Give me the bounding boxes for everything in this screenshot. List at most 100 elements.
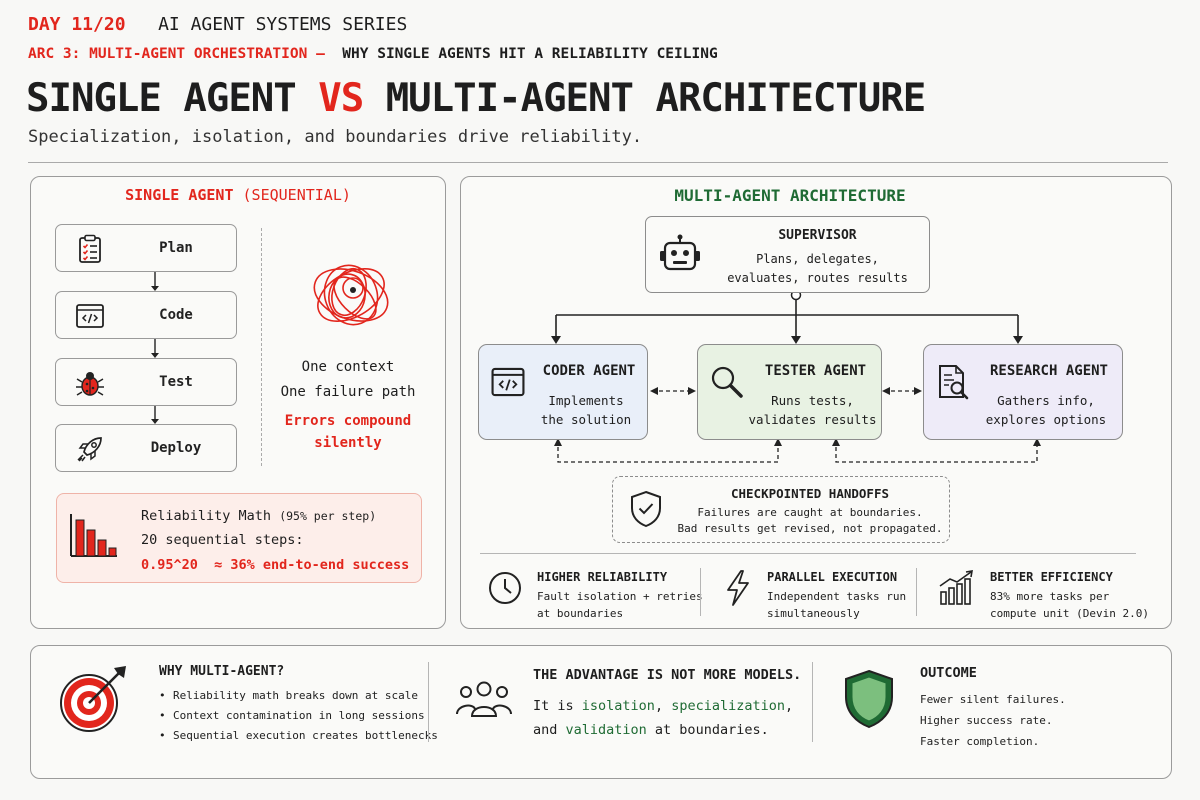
arc-subtitle: WHY SINGLE AGENTS HIT A RELIABILITY CEIL…: [342, 46, 718, 62]
supervisor-desc-line-1: Plans, delegates,: [756, 252, 879, 266]
agent-title: TESTER AGENT: [764, 363, 867, 379]
lightning-icon: [727, 570, 749, 606]
page-subtitle: Specialization, isolation, and boundarie…: [28, 127, 643, 147]
benefit-desc-line-1: Independent tasks run: [767, 590, 907, 603]
step-label: Test: [159, 374, 193, 390]
context-line-1: One context: [301, 359, 395, 375]
declining-bar-chart-icon: [70, 514, 117, 557]
magnifier-icon: [711, 366, 743, 398]
header-divider: [28, 162, 1168, 163]
benefit-separator: [700, 568, 701, 616]
outcome-line: Faster completion.: [920, 735, 1040, 748]
adv-validation: validation: [565, 722, 647, 738]
handoffs-title: CHECKPOINTED HANDOFFS: [730, 486, 890, 501]
step-deploy: Deploy: [55, 424, 237, 472]
title-vs: VS: [318, 76, 364, 121]
errors-line-2: silently: [314, 435, 382, 451]
benefit-desc-line-1: 83% more tasks per: [990, 590, 1110, 603]
title-single-agent: SINGLE AGENT: [26, 76, 297, 121]
reliability-math-card: Reliability Math (95% per step) 20 seque…: [56, 493, 422, 583]
math-formula: 0.95^20 ≈ 36% end-to-end success: [141, 557, 410, 573]
agent-description: Runs tests, validates results: [748, 391, 877, 429]
arc-dash: –: [316, 46, 325, 62]
benefit-desc-line-2: at boundaries: [537, 607, 624, 620]
series-line: DAY 11/20 AI AGENT SYSTEMS SERIES: [28, 14, 407, 35]
single-agent-heading: SINGLE AGENT (SEQUENTIAL): [30, 186, 446, 204]
agent-desc-line-1: Runs tests,: [771, 393, 854, 408]
benefit-description: Independent tasks run simultaneously: [767, 588, 906, 622]
math-steps: 20 sequential steps:: [141, 532, 304, 548]
agent-desc-line-2: explores options: [985, 412, 1107, 427]
supervisor-title: SUPERVISOR: [778, 228, 857, 243]
tester-agent-card: TESTER AGENT Runs tests, validates resul…: [697, 344, 882, 440]
single-panel-divider: [261, 228, 262, 466]
footer-separator: [428, 662, 429, 742]
handoffs-description: Failures are caught at boundaries. Bad r…: [671, 505, 949, 537]
target-icon: [60, 666, 126, 732]
agent-description: Gathers info, explores options: [974, 391, 1118, 429]
supervisor-card: SUPERVISOR Plans, delegates, evaluates, …: [645, 216, 930, 293]
outcome-line: Fewer silent failures.: [920, 693, 1066, 706]
arc-line: ARC 3: MULTI-AGENT ORCHESTRATION – WHY S…: [28, 46, 718, 62]
single-heading-paren: (SEQUENTIAL): [242, 186, 351, 204]
arc-name: ARC 3: MULTI-AGENT ORCHESTRATION: [28, 46, 308, 62]
step-plan: Plan: [55, 224, 237, 272]
benefit-title: BETTER EFFICIENCY: [990, 570, 1113, 584]
orchestration-connectors: [551, 289, 1041, 463]
adv-text: ,: [785, 698, 794, 714]
agent-title: CODER AGENT: [542, 363, 636, 379]
document-search-icon: [939, 365, 969, 400]
advantage-title: THE ADVANTAGE IS NOT MORE MODELS.: [533, 667, 802, 683]
agent-desc-line-2: the solution: [540, 412, 632, 427]
why-bullet: Sequential execution creates bottlenecks: [159, 726, 438, 746]
rocket-icon: [77, 437, 102, 462]
checkpointed-handoffs-box: CHECKPOINTED HANDOFFS Failures are caugh…: [612, 476, 950, 543]
research-agent-card: RESEARCH AGENT Gathers info, explores op…: [923, 344, 1123, 440]
adv-specialization: specialization: [671, 698, 785, 714]
team-icon: [456, 681, 512, 717]
tangled-scribble-icon: [313, 264, 389, 326]
multi-agent-heading: MULTI-AGENT ARCHITECTURE: [674, 186, 906, 205]
errors-line-1: Errors compound: [284, 413, 412, 429]
benefits-divider: [480, 553, 1136, 554]
benefit-title: HIGHER RELIABILITY: [537, 570, 668, 584]
handoffs-line-1: Failures are caught at boundaries.: [697, 506, 923, 519]
why-bullet: Context contamination in long sessions: [159, 706, 438, 726]
single-heading-text: SINGLE AGENT: [125, 186, 234, 204]
adv-text: It is: [533, 698, 582, 714]
handoffs-line-2: Bad results get revised, not propagated.: [677, 522, 943, 535]
coder-agent-card: CODER AGENT Implements the solution: [478, 344, 648, 440]
series-name: AI AGENT SYSTEMS SERIES: [158, 14, 408, 35]
supervisor-description: Plans, delegates, evaluates, routes resu…: [706, 250, 929, 288]
page-title: SINGLE AGENT VS MULTI-AGENT ARCHITECTURE: [26, 76, 927, 121]
step-test: Test: [55, 358, 237, 406]
advantage-line-1: It is isolation, specialization,: [533, 698, 793, 714]
shield-icon: [845, 669, 893, 729]
adv-text: at boundaries.: [646, 722, 769, 738]
advantage-line-2: and validation at boundaries.: [533, 722, 769, 738]
footer-separator: [812, 662, 813, 742]
benefit-separator: [916, 568, 917, 616]
shield-check-icon: [631, 490, 661, 528]
step-label: Plan: [159, 240, 193, 256]
outcome-line: Higher success rate.: [920, 714, 1053, 727]
title-multi-agent: MULTI-AGENT ARCHITECTURE: [385, 76, 927, 121]
adv-text: and: [533, 722, 566, 738]
day-counter: DAY 11/20: [28, 14, 126, 35]
agent-desc-line-1: Implements: [548, 393, 624, 408]
bug-icon: [76, 372, 104, 396]
math-title: Reliability Math: [141, 508, 272, 524]
adv-text: ,: [654, 698, 672, 714]
step-code: Code: [55, 291, 237, 339]
benefit-description: Fault isolation + retries at boundaries: [537, 588, 703, 622]
agent-desc-line-1: Gathers info,: [997, 393, 1095, 408]
adv-isolation: isolation: [581, 698, 655, 714]
why-title: WHY MULTI-AGENT?: [159, 664, 285, 679]
benefit-description: 83% more tasks per compute unit (Devin 2…: [990, 588, 1149, 622]
why-bullet: Reliability math breaks down at scale: [159, 686, 438, 706]
outcome-list: Fewer silent failures. Higher success ra…: [920, 689, 1066, 752]
supervisor-desc-line-2: evaluates, routes results: [727, 271, 908, 285]
growth-chart-icon: [939, 570, 973, 605]
benefit-desc-line-2: simultaneously: [767, 607, 860, 620]
clock-icon: [489, 572, 521, 604]
